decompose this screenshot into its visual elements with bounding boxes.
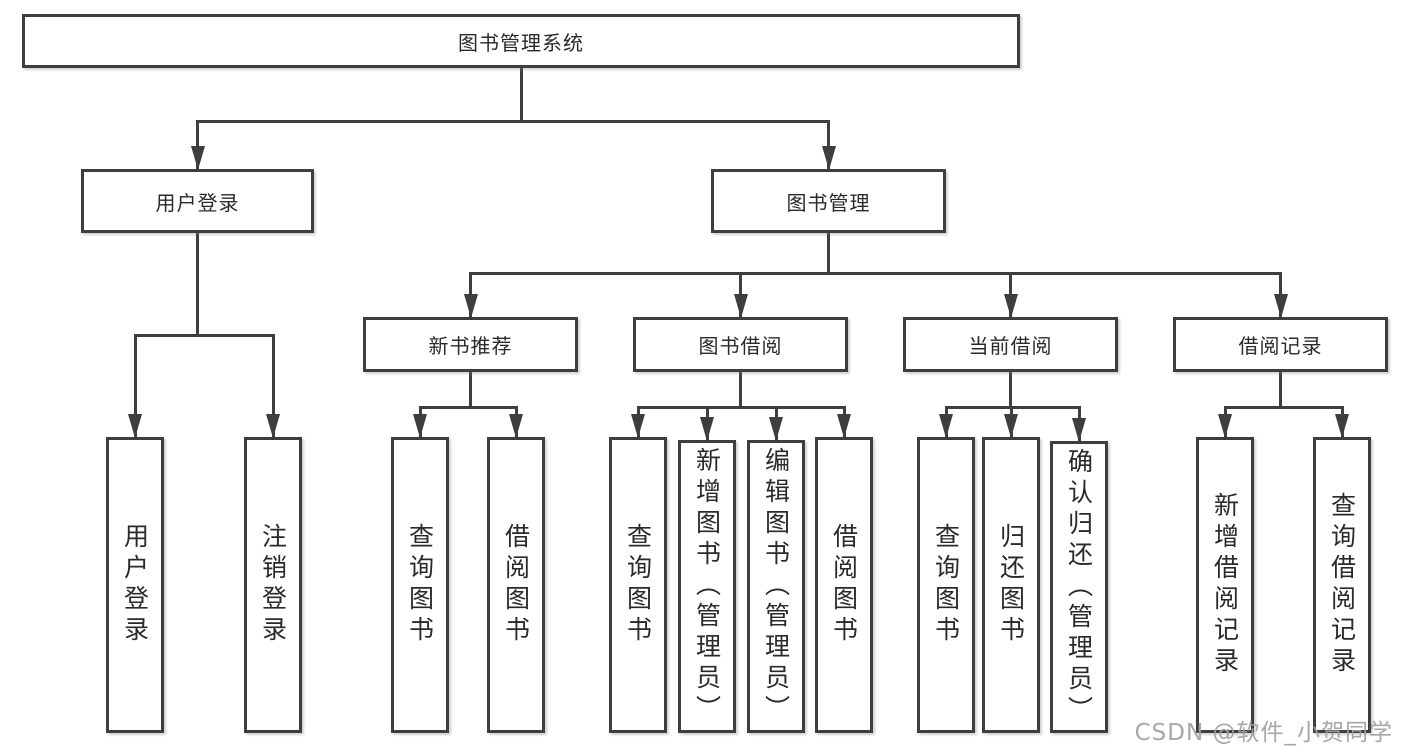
node-label: 注销登录 <box>258 523 288 647</box>
arrowhead-down-icon <box>413 414 427 438</box>
connector-line <box>419 406 518 409</box>
connector-line <box>739 372 742 409</box>
node-bb-edit: 编辑图书（管理员） <box>747 440 805 733</box>
connector-line <box>827 120 830 169</box>
node-book-mgmt: 图书管理 <box>711 169 946 233</box>
node-label: 图书借阅 <box>698 334 783 358</box>
arrowhead-down-icon <box>700 417 714 441</box>
node-new-book-rec: 新书推荐 <box>363 317 578 372</box>
node-cb-return: 归还图书 <box>982 437 1040 733</box>
node-cb-confirm: 确认归还（管理员） <box>1050 441 1108 733</box>
arrowhead-down-icon <box>190 146 205 170</box>
arrowhead-down-icon <box>939 414 953 438</box>
arrowhead-down-icon <box>1218 414 1232 438</box>
arrowhead-down-icon <box>463 294 478 318</box>
node-label: 新书推荐 <box>428 334 513 358</box>
node-br-query: 查询借阅记录 <box>1313 437 1371 733</box>
connector-line <box>196 120 830 123</box>
node-user-login-leaf: 用户登录 <box>106 437 164 733</box>
arrowhead-down-icon <box>1273 294 1288 318</box>
arrowhead-down-icon <box>1004 414 1018 438</box>
arrowhead-down-icon <box>1335 414 1349 438</box>
node-cb-query: 查询图书 <box>917 437 975 733</box>
node-nb-query: 查询图书 <box>391 437 449 733</box>
arrowhead-down-icon <box>1072 418 1086 442</box>
node-label: 图书管理系统 <box>458 30 584 55</box>
connector-line <box>520 68 523 123</box>
node-root: 图书管理系统 <box>22 14 1020 68</box>
node-label: 当前借阅 <box>968 334 1053 358</box>
connector-line <box>1009 372 1012 409</box>
node-label: 图书管理 <box>786 190 871 215</box>
arrowhead-down-icon <box>266 414 280 438</box>
node-label: 用户登录 <box>120 523 150 647</box>
arrowhead-down-icon <box>631 414 645 438</box>
node-br-add: 新增借阅记录 <box>1196 437 1254 733</box>
node-bb-query: 查询图书 <box>609 437 667 733</box>
connector-line <box>196 233 199 337</box>
arrowhead-down-icon <box>769 417 783 441</box>
arrowhead-down-icon <box>1003 294 1018 318</box>
watermark: CSDN @软件_小贺同学 <box>1134 720 1393 746</box>
node-label: 查询图书 <box>405 523 435 647</box>
connector-line <box>637 406 846 409</box>
node-label: 查询图书 <box>931 523 961 647</box>
node-label: 查询图书 <box>623 523 653 647</box>
node-label: 编辑图书（管理员） <box>761 447 791 726</box>
node-bb-borrow: 借阅图书 <box>815 437 873 733</box>
node-user-login: 用户登录 <box>81 169 314 233</box>
arrowhead-down-icon <box>128 414 142 438</box>
connector-line <box>469 372 472 409</box>
connector-line <box>134 334 275 337</box>
arrowhead-down-icon <box>733 294 748 318</box>
connector-line <box>827 233 830 275</box>
connector-line <box>272 334 275 437</box>
node-label: 借阅记录 <box>1238 334 1323 358</box>
node-label: 用户登录 <box>155 190 240 215</box>
node-book-borrow: 图书借阅 <box>633 317 848 372</box>
connector-line <box>1279 372 1282 409</box>
arrowhead-down-icon <box>837 414 851 438</box>
connector-line <box>196 120 199 169</box>
node-label: 新增借阅记录 <box>1210 492 1240 678</box>
arrowhead-down-icon <box>509 414 523 438</box>
node-label: 新增图书（管理员） <box>692 447 722 726</box>
node-label: 查询借阅记录 <box>1327 492 1357 678</box>
node-current-borrow: 当前借阅 <box>903 317 1118 372</box>
connector-line <box>134 334 137 437</box>
node-nb-borrow: 借阅图书 <box>487 437 545 733</box>
connector-line <box>1224 406 1344 409</box>
node-label: 确认归还（管理员） <box>1064 447 1094 727</box>
connector-line <box>945 406 1081 409</box>
node-label: 借阅图书 <box>829 523 859 647</box>
arrowhead-down-icon <box>821 146 836 170</box>
node-logout-leaf: 注销登录 <box>244 437 302 733</box>
node-borrow-records: 借阅记录 <box>1173 317 1388 372</box>
node-label: 归还图书 <box>996 523 1026 647</box>
node-bb-add: 新增图书（管理员） <box>678 440 736 733</box>
node-label: 借阅图书 <box>501 523 531 647</box>
connector-line <box>469 272 1282 275</box>
